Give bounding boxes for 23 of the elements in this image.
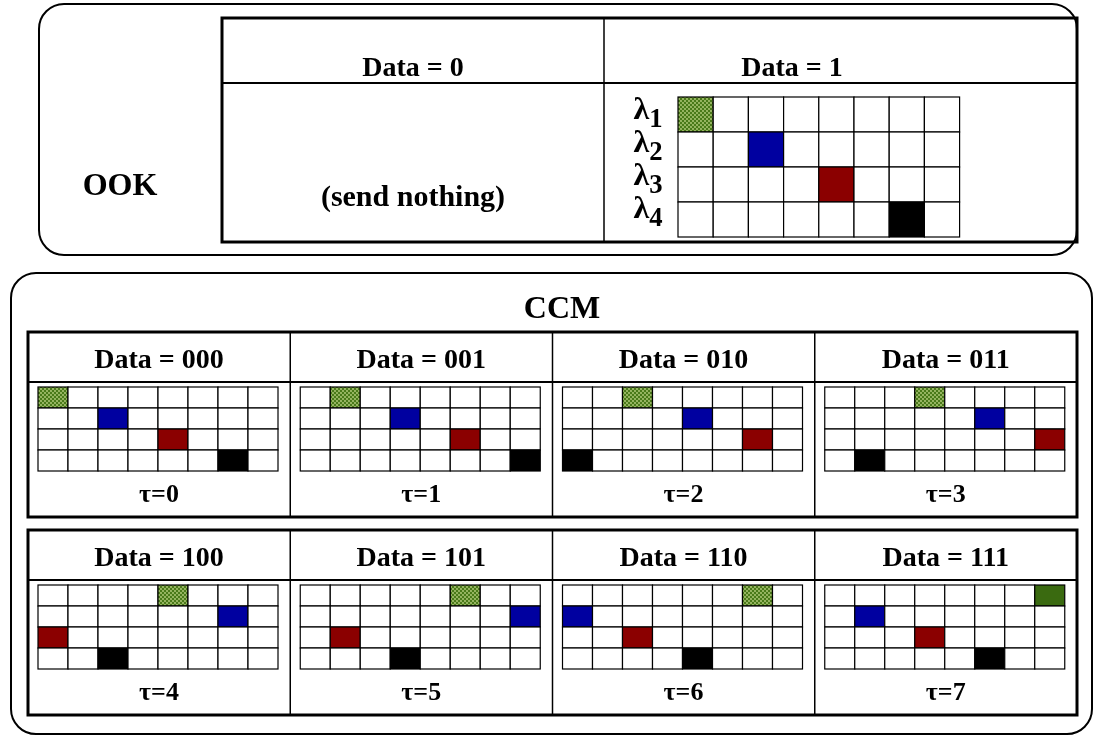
shift-label: τ=3 (925, 481, 966, 507)
rounded-panel (38, 3, 1078, 256)
column-header: Data = 100 (94, 543, 224, 571)
column-header: Data = 111 (882, 543, 1009, 571)
column-header: Data = 0 (362, 53, 464, 81)
shift-label: τ=0 (139, 481, 179, 507)
panel-title: OOK (82, 168, 158, 200)
column-header: Data = 110 (619, 543, 748, 571)
column-header: Data = 1 (741, 53, 843, 81)
column-header: Data = 010 (618, 345, 749, 373)
shift-label: τ=4 (139, 679, 179, 705)
column-header: Data = 101 (356, 543, 486, 571)
panel-title: CCM (523, 291, 601, 323)
column-header: Data = 011 (881, 345, 1010, 373)
column-header: Data = 000 (94, 345, 224, 373)
shift-label: τ=5 (401, 679, 442, 705)
body-text: (send nothing) (320, 181, 506, 211)
shift-label: τ=1 (401, 481, 442, 507)
shift-label: τ=6 (663, 679, 704, 705)
shift-label: τ=2 (663, 481, 704, 507)
rounded-panel (10, 272, 1093, 735)
column-header: Data = 001 (356, 345, 486, 373)
shift-label: τ=7 (925, 679, 966, 705)
